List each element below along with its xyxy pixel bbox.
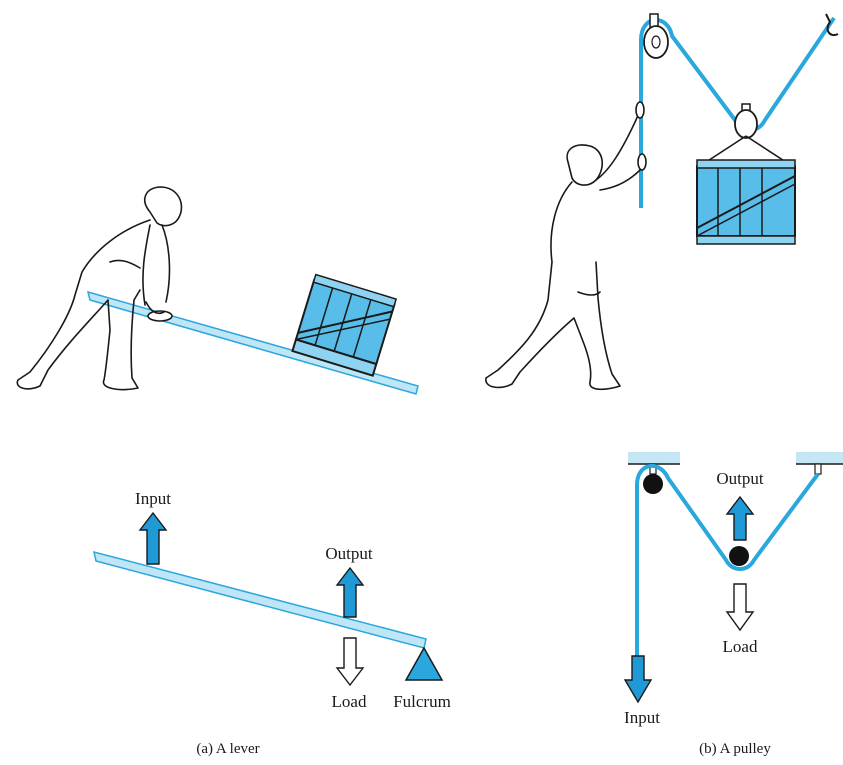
moving-wheel-icon [729, 546, 749, 566]
lever-output-arrow [335, 566, 365, 618]
pulley-rope [639, 16, 836, 208]
pulley-schematic: Output Load Input (b) A pulley [623, 452, 843, 757]
lever-input-label: Input [135, 489, 171, 508]
lever-caption: (a) A lever [196, 741, 259, 757]
fixed-wheel-icon [643, 474, 663, 494]
ceiling-left [628, 452, 680, 464]
crate-icon [696, 159, 796, 245]
lever-load-arrow [335, 637, 365, 687]
pulley-load-label: Load [723, 637, 758, 656]
lever-fulcrum-label: Fulcrum [393, 692, 451, 711]
pulley-illustration [485, 13, 839, 391]
lever-beam [93, 550, 427, 649]
lever-schematic: Input Output Load Fulcrum (a) A lever [93, 489, 451, 757]
lever-illustration [16, 186, 419, 395]
hook-icon [825, 13, 839, 36]
ceiling-right [796, 452, 843, 464]
pulley-output-arrow [725, 495, 755, 541]
fixed-pulley-icon [643, 13, 669, 59]
fulcrum-icon [404, 646, 444, 681]
person-lever-icon [16, 186, 183, 391]
pulley-load-arrow [725, 583, 755, 632]
moving-pulley-icon [699, 103, 793, 167]
pulley-input-label: Input [624, 708, 660, 727]
person-pulley-icon [485, 101, 647, 391]
pulley-caption: (b) A pulley [699, 741, 771, 757]
lever-input-arrow [138, 511, 168, 565]
lever-output-label: Output [325, 544, 373, 563]
pulley-schematic-rope [635, 463, 820, 682]
pulley-output-label: Output [716, 469, 764, 488]
crate-icon [291, 273, 398, 377]
lever-load-label: Load [332, 692, 367, 711]
pulley-input-arrow [623, 655, 653, 704]
